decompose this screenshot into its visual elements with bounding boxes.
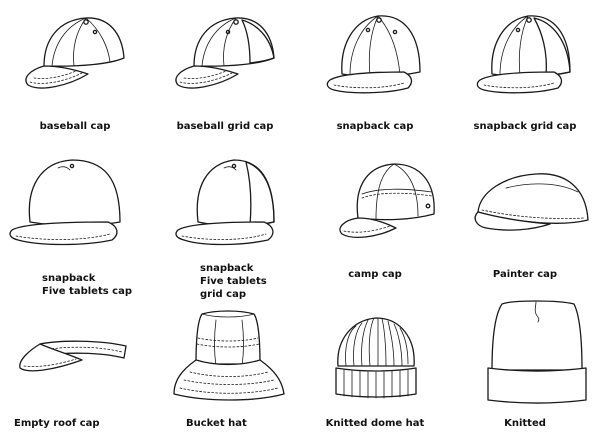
item-label: Knitted dome hat: [325, 418, 425, 429]
item-empty-roof-cap: Empty roof cap: [0, 296, 150, 443]
item-painter-cap: Painter cap: [450, 148, 600, 295]
item-label: Painter cap: [492, 269, 558, 280]
item-camp-cap: camp cap: [300, 148, 450, 295]
knitted-beanie-icon: [487, 300, 587, 404]
knitted-dome-hat-icon: [335, 317, 417, 399]
snapback-five-panel-cap-icon: [9, 159, 121, 246]
item-label: Bucket hat: [186, 418, 247, 429]
snapback-cap-icon: [326, 15, 421, 94]
item-label: snapback grid cap: [473, 121, 577, 132]
item-label: Empty roof cap: [14, 418, 100, 429]
item-knitted: Knitted: [450, 296, 600, 443]
item-bucket-hat: Bucket hat: [150, 296, 300, 443]
painter-cap-icon: [474, 173, 589, 231]
item-label: snapback cap: [336, 121, 414, 132]
camp-cap-icon: [339, 163, 435, 239]
item-label: camp cap: [348, 269, 402, 280]
visor-icon: [19, 340, 127, 372]
item-label: snapback Five tablets grid cap: [200, 263, 267, 300]
item-label: baseball cap: [39, 121, 111, 132]
item-snapback-cap: snapback cap: [300, 0, 450, 147]
item-knitted-dome-hat: Knitted dome hat: [300, 296, 450, 443]
bucket-hat-icon: [173, 310, 285, 401]
snapback-grid-cap-icon: [476, 15, 571, 94]
item-baseball-grid-cap: baseball grid cap: [150, 0, 300, 147]
item-label: baseball grid cap: [176, 121, 274, 132]
item-label: snapback Five tablets cap: [42, 273, 132, 297]
baseball-cap-icon: [25, 17, 125, 89]
item-snapback-five-tablets-grid-cap: snapback Five tablets grid cap: [150, 148, 300, 300]
baseball-grid-cap-icon: [175, 17, 275, 89]
item-label: Knitted: [504, 418, 546, 429]
snapback-five-panel-grid-cap-icon: [175, 159, 275, 246]
item-snapback-five-tablets-cap: snapback Five tablets cap: [0, 148, 150, 297]
item-baseball-cap: baseball cap: [0, 0, 150, 147]
item-snapback-grid-cap: snapback grid cap: [450, 0, 600, 147]
